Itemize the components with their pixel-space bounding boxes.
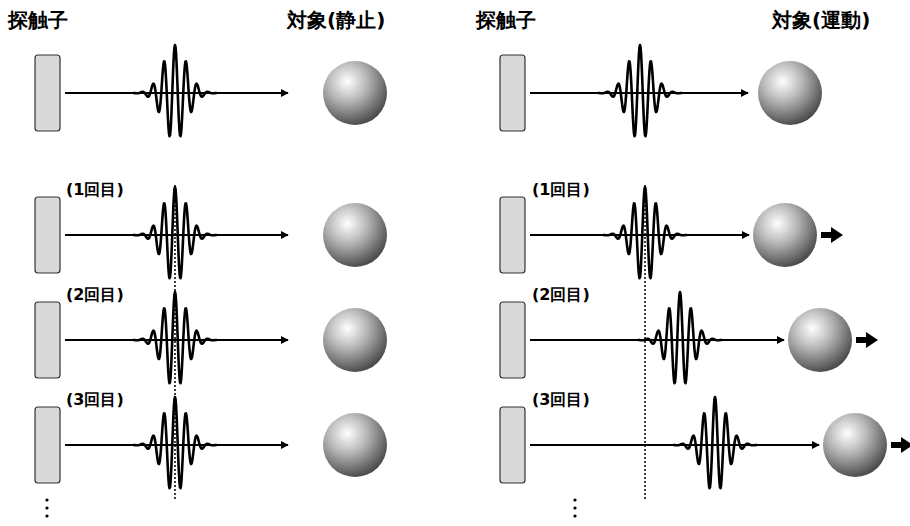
doppler-illustration	[35, 45, 910, 518]
probe-symbol	[35, 407, 60, 483]
pass-number: (2回目)	[532, 285, 590, 304]
ultrasound-pulse	[598, 45, 682, 136]
label-anchor: (2回目)	[532, 285, 590, 304]
probe-symbol	[35, 302, 60, 378]
ultrasound-pulse	[638, 292, 722, 383]
pass-number: (3回目)	[532, 390, 590, 409]
pass-number: (1回目)	[66, 180, 124, 199]
beam-arrow	[530, 92, 748, 94]
target-sphere	[753, 203, 817, 267]
probe-symbol	[500, 302, 525, 378]
label-anchor: 探触子	[476, 8, 536, 32]
label-anchor: 探触子	[8, 8, 68, 32]
pass-number: (1回目)	[532, 180, 590, 199]
label-anchor: (3回目)	[532, 390, 590, 409]
beam-arrow	[530, 339, 784, 341]
target-sphere	[323, 61, 387, 125]
label-anchor: (1回目)	[66, 180, 124, 199]
pass-number: (3回目)	[66, 390, 124, 409]
reference-line	[644, 185, 646, 500]
probe-label: 探触子	[476, 8, 536, 32]
probe-symbol	[500, 407, 525, 483]
ultrasound-pulse	[673, 397, 757, 488]
motion-arrow	[891, 437, 910, 453]
target-label: 対象(運動)	[772, 8, 870, 32]
continuation-dots	[45, 506, 48, 509]
ultrasound-pulse	[133, 397, 217, 488]
continuation-dots	[573, 506, 576, 509]
target-sphere	[788, 308, 852, 372]
pass-number: (2回目)	[66, 285, 124, 304]
label-anchor: (3回目)	[66, 390, 124, 409]
target-sphere	[758, 61, 822, 125]
label-anchor: 対象(運動)	[772, 8, 870, 32]
motion-arrow	[821, 227, 843, 243]
continuation-dots	[573, 514, 576, 517]
ultrasound-pulse	[133, 292, 217, 383]
label-anchor: 対象(静止)	[287, 8, 385, 32]
target-label: 対象(静止)	[287, 8, 385, 32]
reference-line	[174, 185, 176, 500]
target-sphere	[323, 308, 387, 372]
ultrasound-pulse	[603, 187, 687, 278]
continuation-dots	[45, 498, 48, 501]
continuation-dots	[573, 498, 576, 501]
ultrasound-pulse	[133, 187, 217, 278]
beam-arrow	[530, 234, 749, 236]
probe-label: 探触子	[8, 8, 68, 32]
probe-symbol	[35, 197, 60, 273]
ultrasound-pulse	[133, 45, 217, 136]
target-sphere	[323, 413, 387, 477]
label-anchor: (2回目)	[66, 285, 124, 304]
target-sphere	[323, 203, 387, 267]
continuation-dots	[45, 514, 48, 517]
probe-symbol	[500, 197, 525, 273]
probe-symbol	[35, 55, 60, 131]
label-anchor: (1回目)	[532, 180, 590, 199]
motion-arrow	[856, 332, 878, 348]
target-sphere	[823, 413, 887, 477]
probe-symbol	[500, 55, 525, 131]
